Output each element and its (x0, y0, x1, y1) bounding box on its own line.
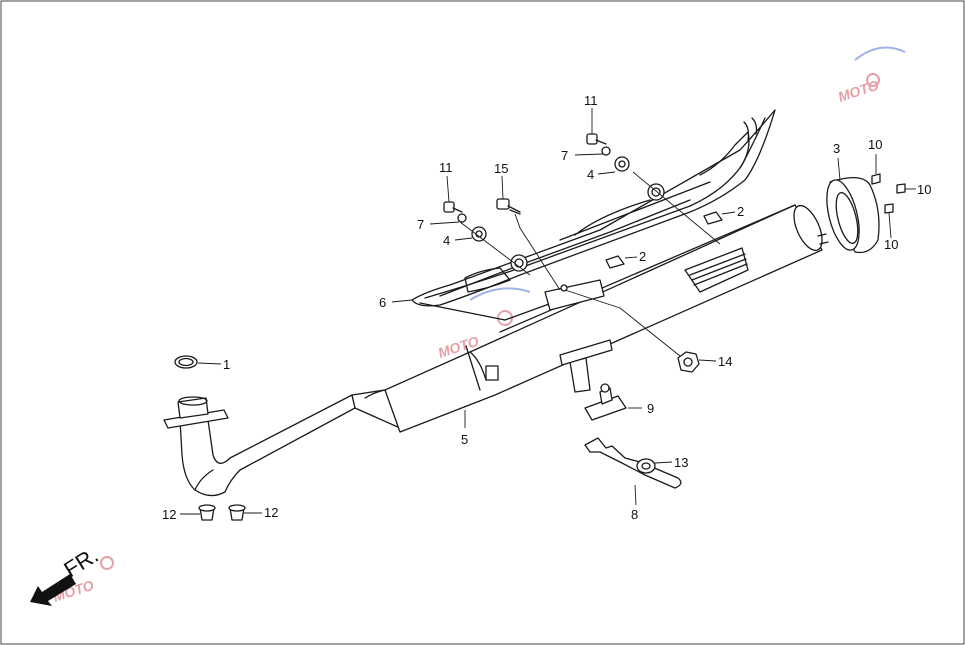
end-cap (826, 177, 880, 254)
clip-upper (703, 211, 723, 225)
grommet-12b (228, 504, 246, 521)
callout: 9 (647, 401, 654, 416)
arrow-left-icon (30, 574, 76, 606)
gasket (174, 355, 198, 369)
grommet-12a (198, 504, 216, 521)
hanger-bracket (584, 437, 682, 489)
callout: 11 (584, 93, 598, 108)
callout: 2 (737, 204, 744, 219)
watermark-top-right: MOTO (836, 46, 906, 105)
watermark-text: MOTO (836, 77, 881, 105)
callout: 12 (162, 507, 176, 522)
heat-shield (411, 109, 776, 321)
rubber-mount (584, 383, 627, 421)
callout: 15 (494, 161, 508, 176)
screw-10b (896, 183, 906, 194)
leader-lines (180, 108, 916, 515)
callout: 4 (587, 167, 594, 182)
callout: 8 (631, 507, 638, 522)
screw-10a (871, 173, 881, 185)
callout: 14 (718, 354, 732, 369)
screw-10c (884, 203, 894, 214)
bolt-set-upper (586, 133, 630, 172)
bolt-set-lower (443, 201, 487, 242)
callout: 10 (917, 182, 931, 197)
callout: 6 (379, 295, 386, 310)
nut-13 (636, 458, 656, 474)
callout: 10 (868, 137, 882, 152)
callout-labels: 11 7 4 11 15 7 4 2 2 3 10 10 10 6 1 14 9… (162, 93, 931, 522)
bolt-15 (496, 198, 521, 215)
callout: 1 (223, 357, 230, 372)
callout: 11 (439, 160, 453, 175)
callout: 7 (561, 148, 568, 163)
muffler (163, 204, 829, 497)
callout: 5 (461, 432, 468, 447)
nut-14 (677, 351, 700, 373)
callout: 10 (884, 237, 898, 252)
callout: 7 (417, 217, 424, 232)
clip-lower (605, 255, 625, 269)
direction-label: FR. (59, 542, 102, 582)
callout: 12 (264, 505, 278, 520)
callout: 4 (443, 233, 450, 248)
callout: 13 (674, 455, 688, 470)
callout: 3 (833, 141, 840, 156)
callout: 2 (639, 249, 646, 264)
